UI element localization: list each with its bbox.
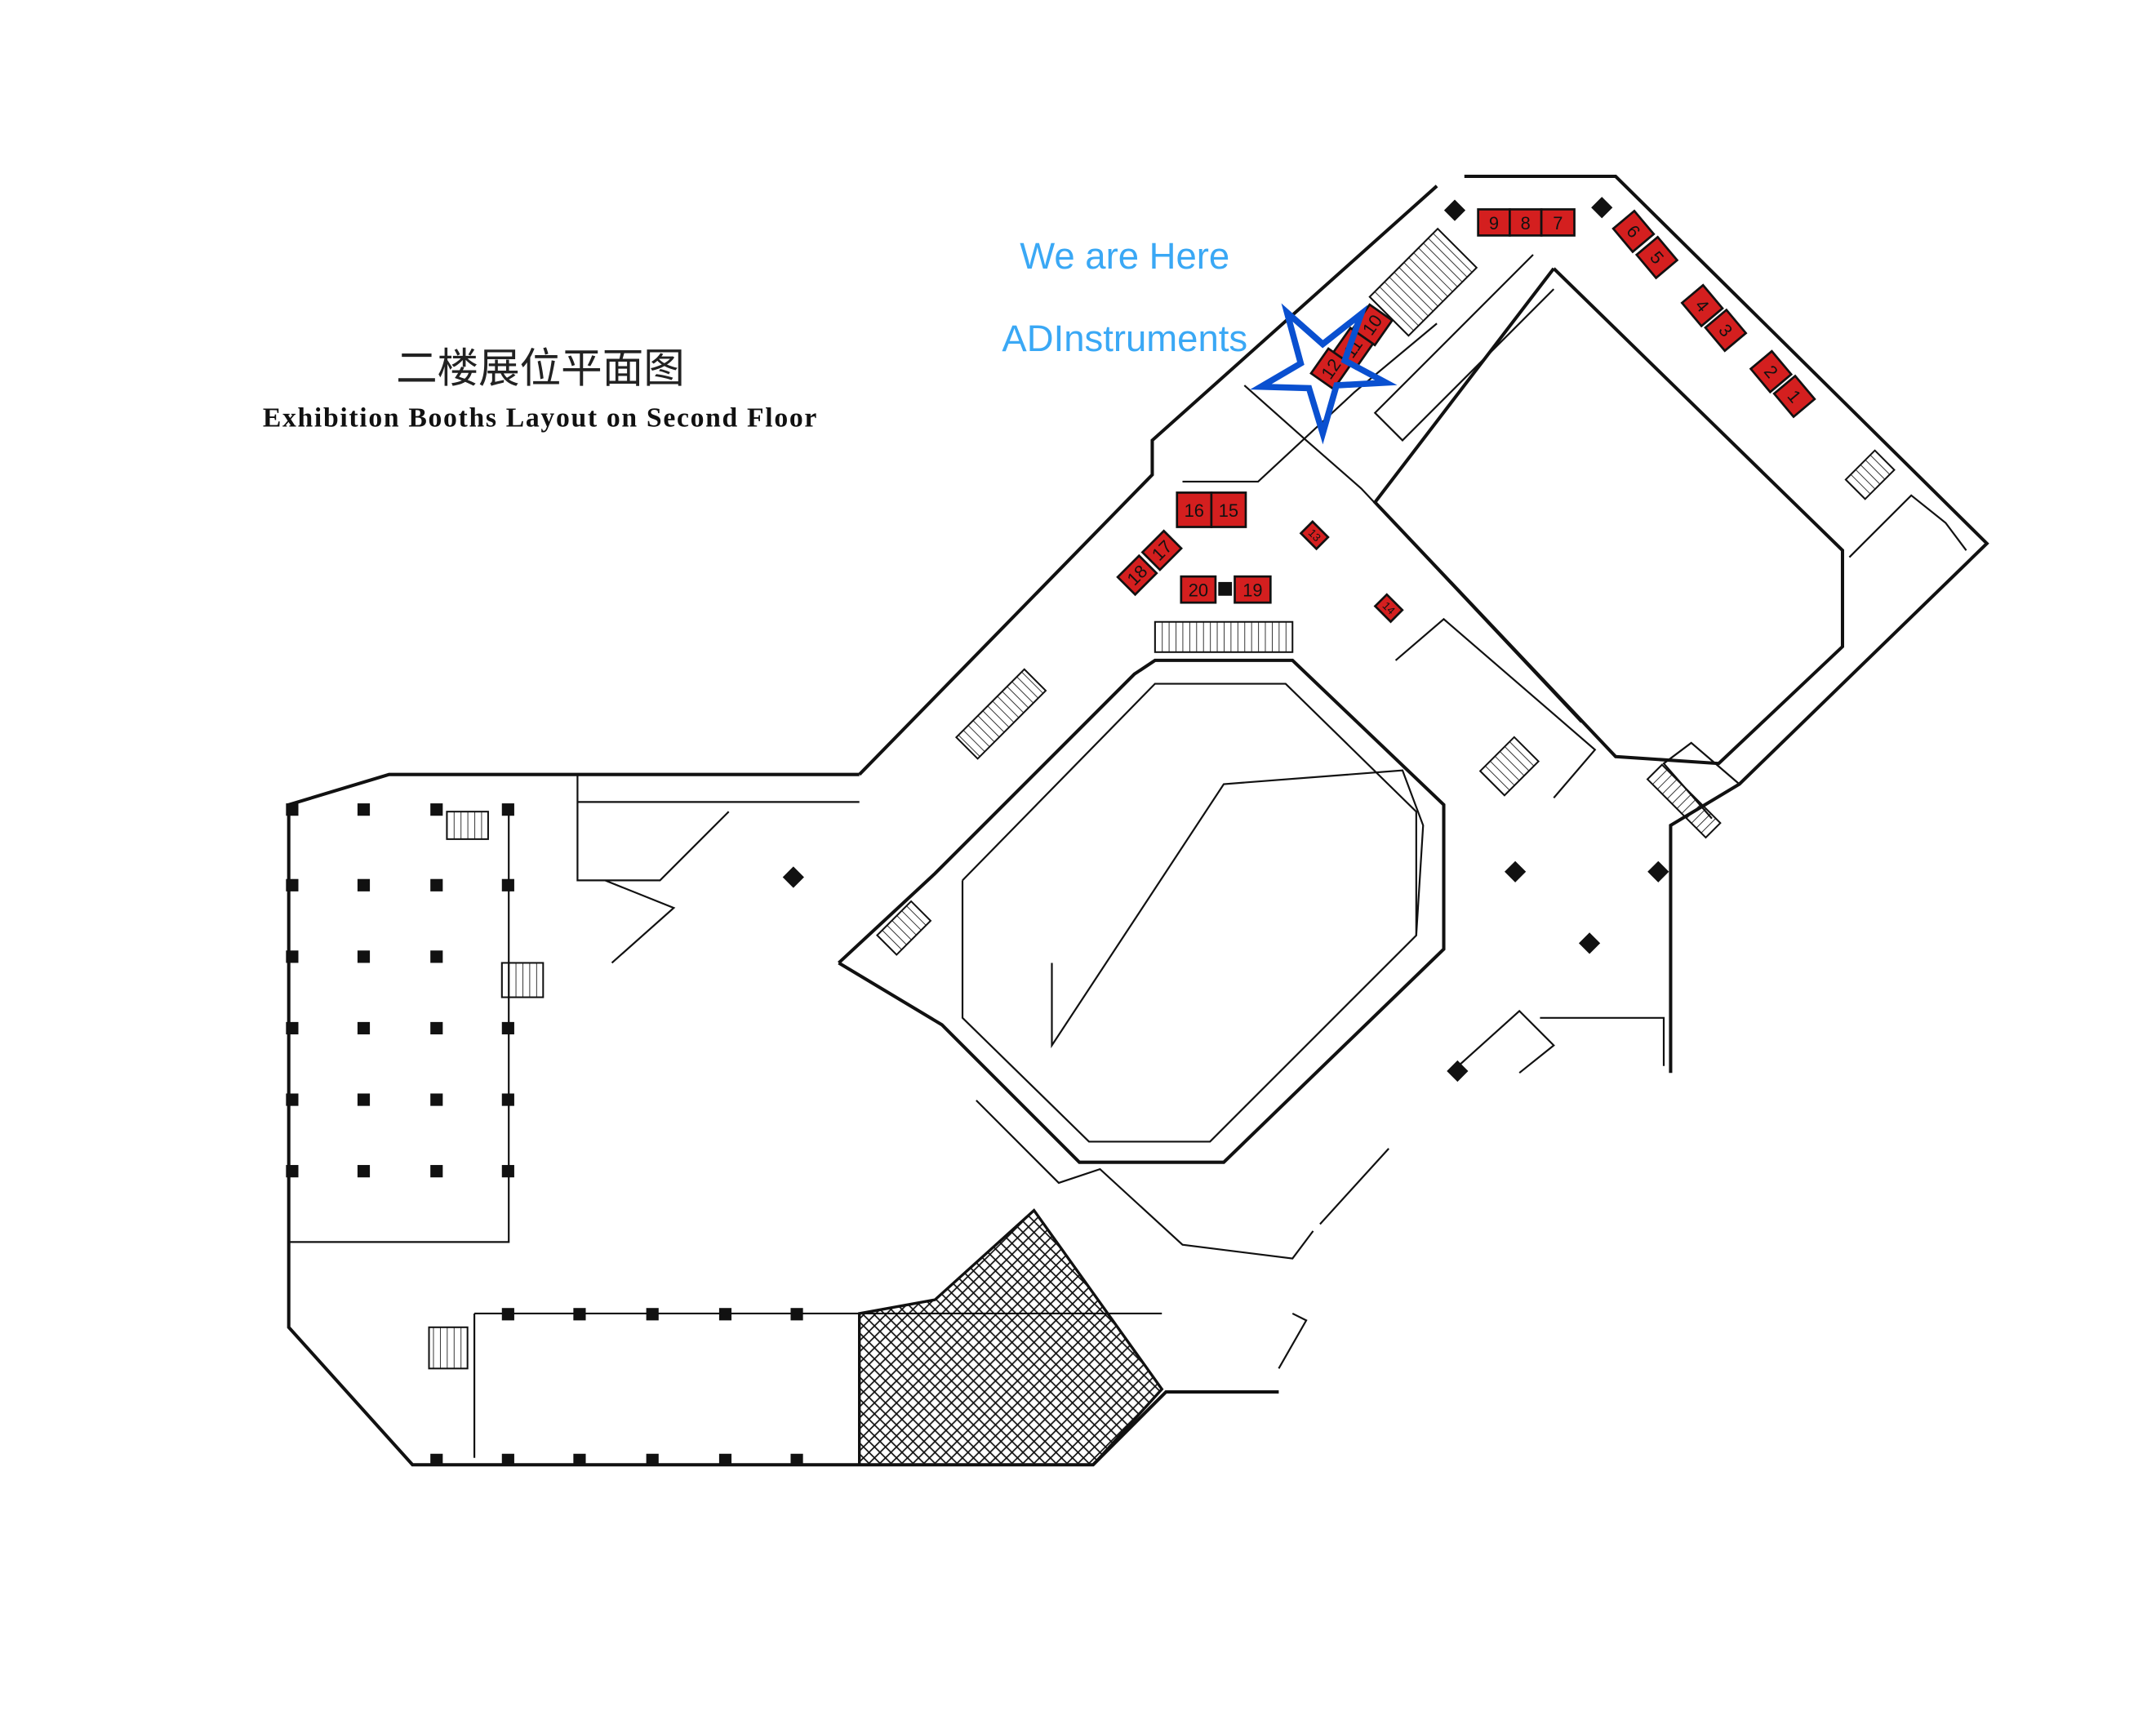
booth-6[interactable]: 6: [1611, 209, 1656, 254]
svg-text:20: 20: [1189, 580, 1208, 601]
booth-15[interactable]: 15: [1210, 491, 1247, 528]
svg-text:13: 13: [1306, 527, 1323, 544]
booth-5[interactable]: 5: [1634, 235, 1679, 280]
booth-12[interactable]: 12: [1309, 347, 1353, 391]
svg-text:9: 9: [1489, 213, 1499, 233]
booths: 9 8 7 6 5 4 3 2 1 10 11 12 16 15 13 14 1…: [1116, 208, 1816, 624]
booth-3[interactable]: 3: [1704, 308, 1748, 353]
booth-8[interactable]: 8: [1509, 208, 1543, 237]
booth-14[interactable]: 14: [1373, 593, 1404, 624]
svg-text:8: 8: [1521, 213, 1531, 233]
svg-text:7: 7: [1553, 213, 1563, 233]
map-title-chinese: 二楼展位平面图: [396, 345, 685, 393]
booth-1[interactable]: 1: [1772, 374, 1816, 419]
booth-4[interactable]: 4: [1680, 283, 1724, 328]
booth-20[interactable]: 20: [1180, 575, 1217, 604]
structural-columns: [286, 197, 1669, 1466]
booth-7[interactable]: 7: [1540, 208, 1576, 237]
booth-13[interactable]: 13: [1299, 520, 1330, 551]
booth-2[interactable]: 2: [1749, 349, 1794, 394]
svg-text:19: 19: [1242, 580, 1262, 601]
company-name-label: ADInstruments: [1002, 318, 1247, 359]
booth-9[interactable]: 9: [1477, 208, 1511, 237]
svg-text:15: 15: [1219, 500, 1238, 521]
booth-19[interactable]: 19: [1234, 575, 1272, 604]
booth-18[interactable]: 18: [1116, 554, 1158, 597]
booth-16[interactable]: 16: [1176, 491, 1213, 528]
svg-text:16: 16: [1185, 500, 1204, 521]
map-title-english: Exhibition Booths Layout on Second Floor: [263, 403, 818, 433]
stairs: [428, 227, 1896, 1370]
star-icon: [1250, 303, 1398, 445]
hatched-zone: [858, 1208, 1164, 1466]
we-are-here-label: We are Here: [1020, 235, 1229, 277]
booth-17[interactable]: 17: [1140, 529, 1183, 571]
